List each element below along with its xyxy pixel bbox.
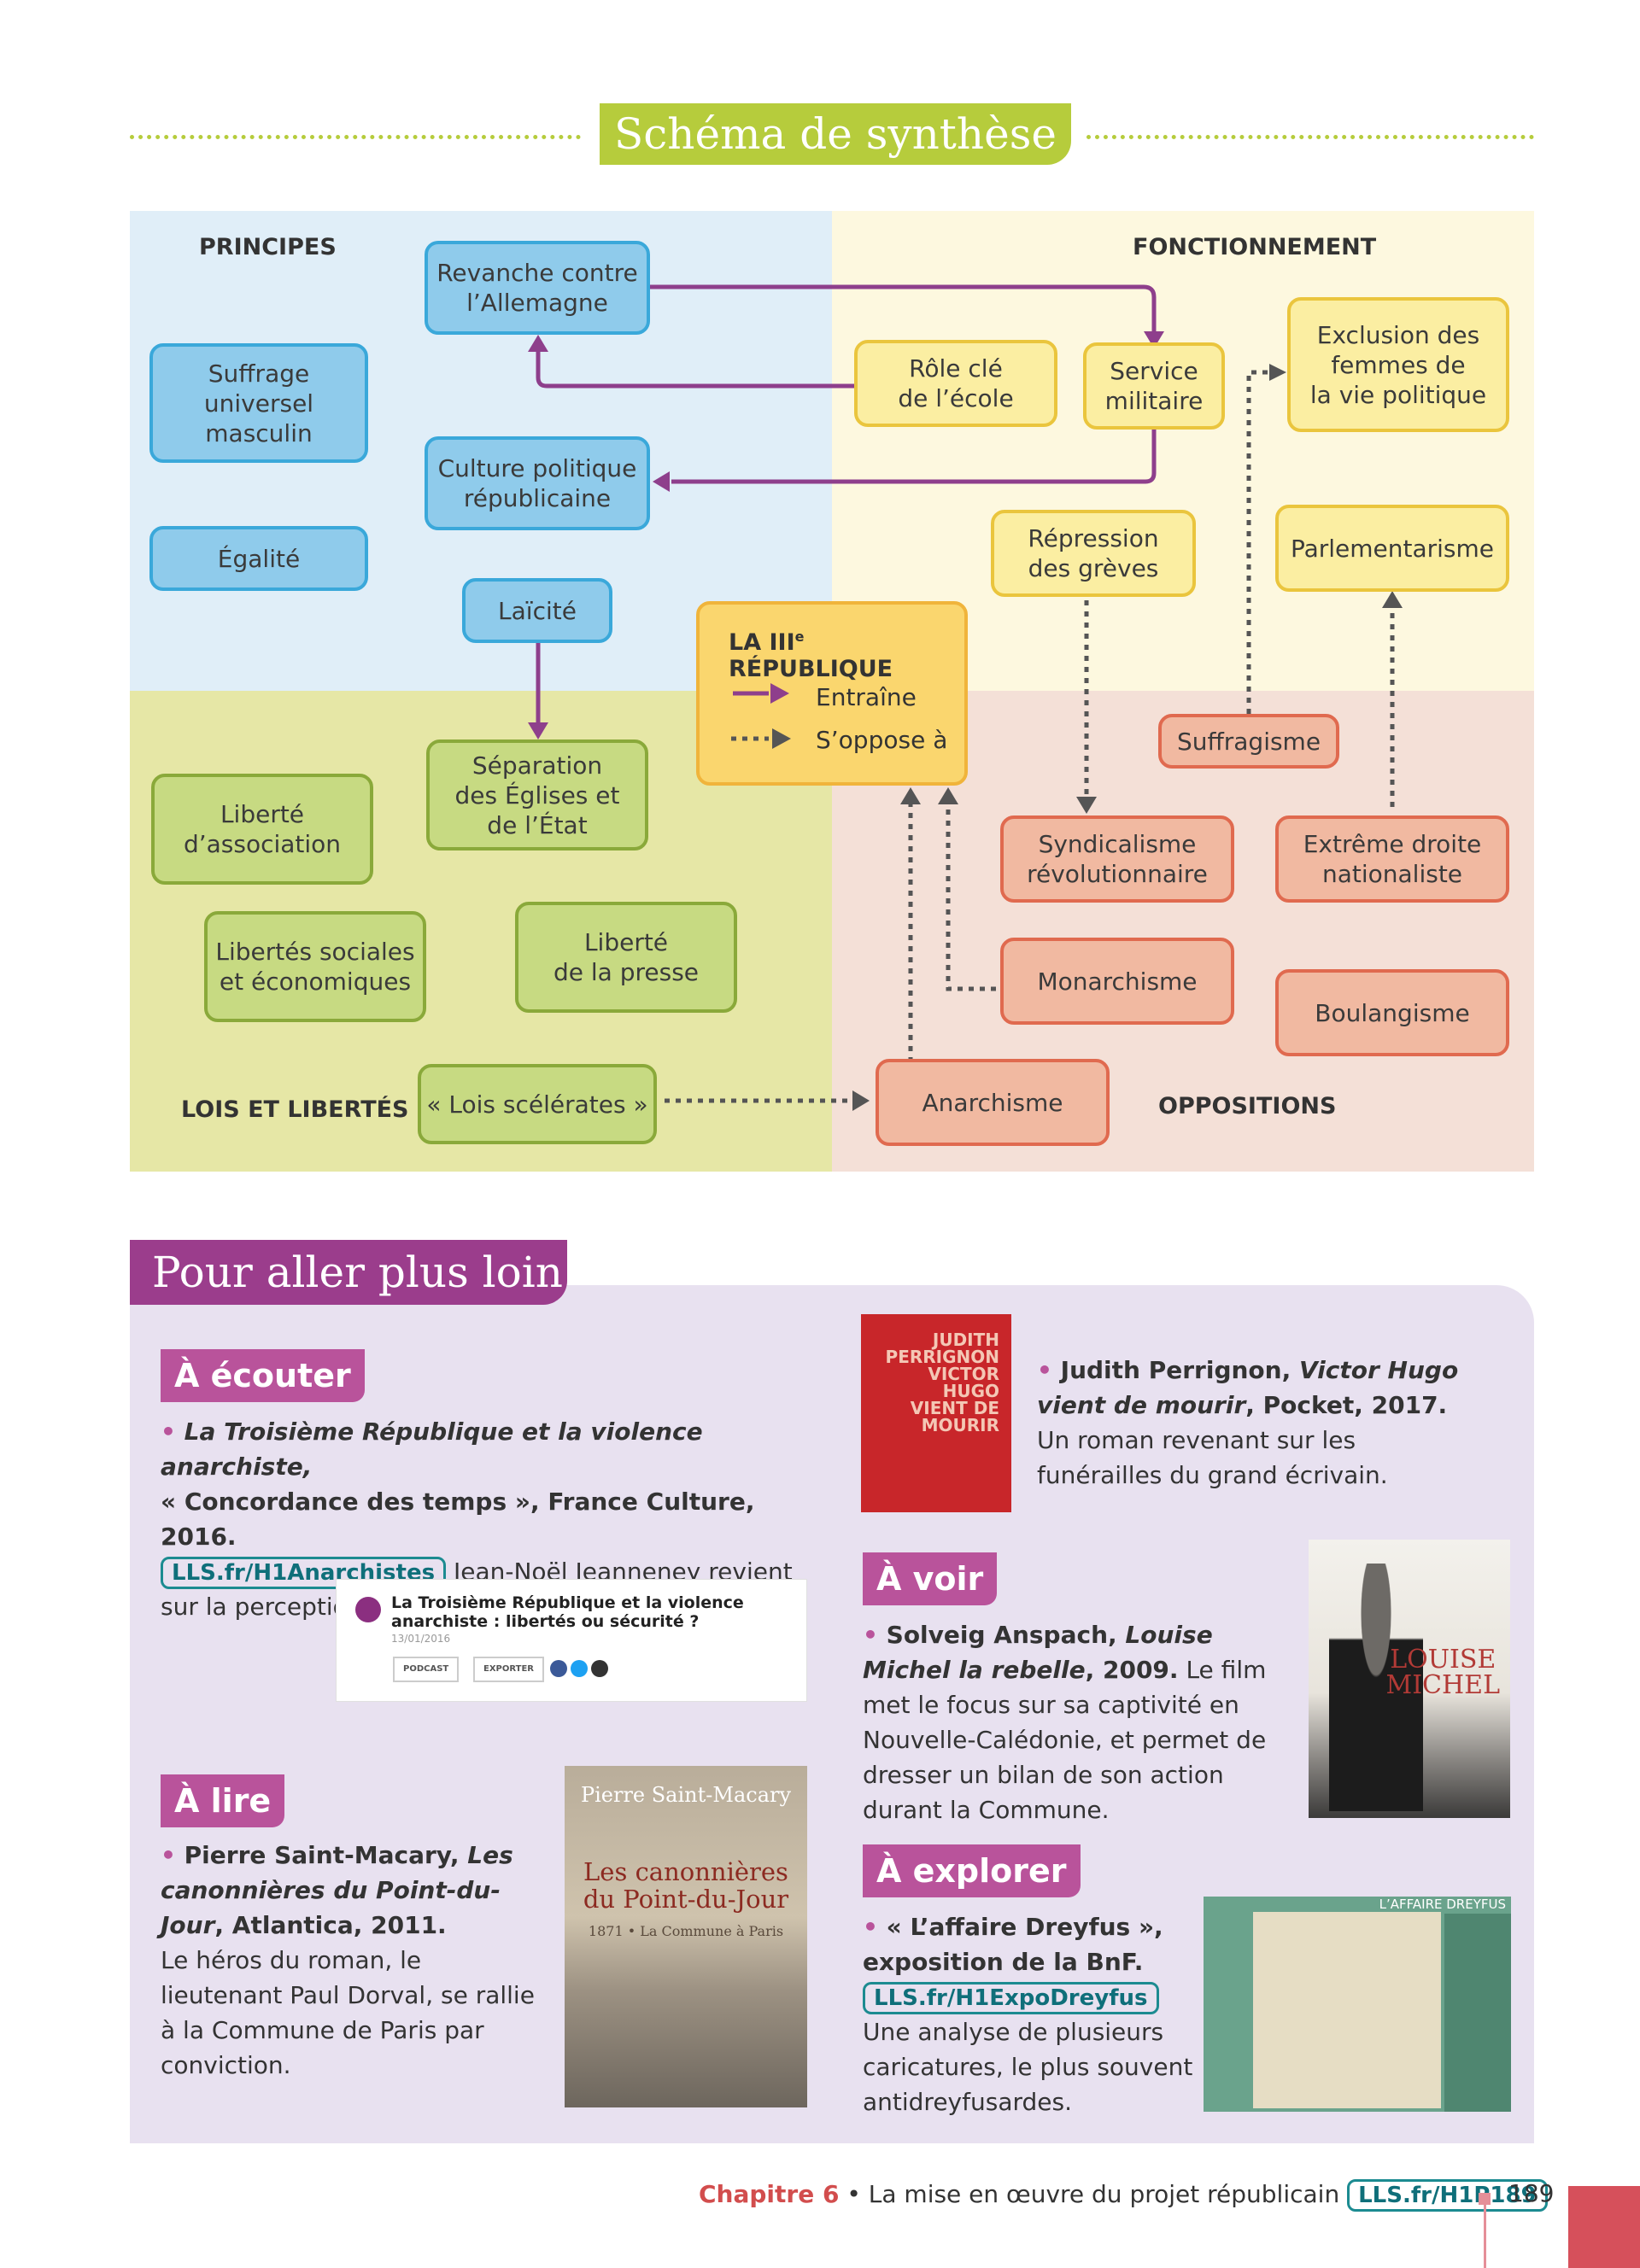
play-icon <box>355 1597 381 1622</box>
node-suffrage: Suffrage universel masculin <box>149 343 368 463</box>
footer: Chapitre 6 • La mise en œuvre du projet … <box>699 2179 1548 2212</box>
node-monarchisme: Monarchisme <box>1000 938 1234 1025</box>
node-service: Service militaire <box>1083 342 1225 430</box>
link-expo-dreyfus[interactable]: LLS.fr/H1ExpoDreyfus <box>863 1982 1159 2014</box>
legend-title: LA IIIe RÉPUBLIQUE <box>729 628 893 682</box>
dreyfus-screenshot: L’AFFAIRE DREYFUS <box>1204 1897 1511 2112</box>
footer-chapter: Chapitre 6 <box>699 2180 840 2208</box>
legend-box: LA IIIe RÉPUBLIQUE Entraîne S’oppose à <box>696 601 968 786</box>
node-role-ecole: Rôle clé de l’école <box>854 340 1057 427</box>
footer-link[interactable]: LLS.fr/H1P189 <box>1347 2179 1548 2212</box>
podcast-button: PODCAST <box>393 1657 460 1682</box>
node-liberte-presse: Liberté de la presse <box>515 902 737 1013</box>
node-exclusion: Exclusion des femmes de la vie politique <box>1287 297 1509 432</box>
export-button: EXPORTER <box>473 1657 544 1682</box>
tag-explorer: À explorer <box>863 1844 1081 1897</box>
cover-louise-michel: LOUISE MICHEL <box>1309 1540 1510 1818</box>
facebook-icon <box>550 1660 567 1677</box>
node-separation: Séparation des Églises et de l’État <box>426 739 648 850</box>
node-egalite: Égalité <box>149 526 368 591</box>
voir-text: • Solveig Anspach, Louise Michel la rebe… <box>863 1621 1267 1824</box>
node-revanche: Revanche contre l’Allemagne <box>425 241 650 335</box>
lire-text: • Pierre Saint-Macary, Les canonnières d… <box>161 1841 535 2079</box>
tag-lire: À lire <box>161 1774 285 1827</box>
label-fonctionnement: FONCTIONNEMENT <box>1133 234 1377 260</box>
header-dots-left <box>130 135 581 139</box>
podcast-screenshot: La Troisième République et la violence a… <box>337 1580 806 1701</box>
cover-canonnieres: Pierre Saint-Macary Les canonnières du P… <box>565 1766 807 2107</box>
cover-victor-hugo: JUDITH PERRIGNON VICTOR HUGO VIENT DE MO… <box>861 1314 1011 1512</box>
link-anarchistes[interactable]: LLS.fr/H1Anarchistes <box>161 1557 447 1589</box>
node-laicite: Laïcité <box>462 578 612 643</box>
twitter-icon <box>571 1660 588 1677</box>
node-boulangisme: Boulangisme <box>1275 969 1509 1056</box>
node-lois-scelerates: « Lois scélérates » <box>418 1064 657 1144</box>
page-title: Schéma de synthèse <box>600 103 1071 165</box>
explorer-text: • « L’affaire Dreyfus », exposition de l… <box>863 1913 1193 2116</box>
node-culture: Culture politique républicaine <box>425 436 650 530</box>
page-number: 189 <box>1508 2179 1555 2207</box>
label-lois: LOIS ET LIBERTÉS <box>181 1096 409 1123</box>
node-extreme-droite: Extrême droite nationaliste <box>1275 815 1509 903</box>
node-repression: Répression des grèves <box>991 510 1196 597</box>
header-dots-right <box>1086 135 1534 139</box>
node-liberte-asso: Liberté d’association <box>151 774 373 885</box>
mail-icon <box>591 1660 608 1677</box>
node-libertes-soc: Libertés sociales et économiques <box>204 911 426 1022</box>
node-syndicalisme: Syndicalisme révolutionnaire <box>1000 815 1234 903</box>
node-anarchisme: Anarchisme <box>876 1059 1110 1146</box>
tag-ecouter: À écouter <box>161 1349 365 1402</box>
legend-entraine: Entraîne <box>816 683 917 711</box>
further-title: Pour aller plus loin <box>130 1240 567 1305</box>
tag-voir: À voir <box>863 1552 998 1605</box>
node-suffragisme: Suffragisme <box>1158 714 1339 769</box>
footer-marker-line <box>1484 2205 1486 2268</box>
label-oppositions: OPPOSITIONS <box>1158 1093 1337 1119</box>
label-principes: PRINCIPES <box>199 234 337 260</box>
footer-marker <box>1479 2193 1491 2205</box>
node-parlementarisme: Parlementarisme <box>1275 505 1509 592</box>
corner-block <box>1568 2186 1640 2268</box>
livre-text: • Judith Perrignon, Victor Hugo vient de… <box>1037 1356 1459 1489</box>
legend-oppose: S’oppose à <box>816 726 948 754</box>
